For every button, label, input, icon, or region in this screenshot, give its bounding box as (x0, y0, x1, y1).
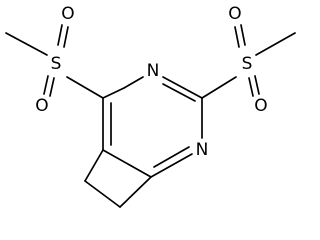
bond-n1-c8a (150, 153, 193, 178)
bond-c4-n3 (123, 76, 144, 89)
bond-n3-c2 (162, 76, 203, 99)
bond-c6-c7 (119, 176, 152, 208)
atom-s-right: S (242, 54, 253, 74)
chemical-structure: N N S S O O O O (5, 4, 296, 208)
atom-n1: N (196, 140, 209, 160)
bond-s-left-o-top-b (63, 26, 69, 48)
atom-labels: N N S S O O O O (35, 4, 267, 160)
bond-c4-s-left (66, 76, 104, 99)
bond-s-left-o-bottom-a (43, 75, 49, 95)
atom-o-left-bottom: O (35, 96, 48, 116)
bond-s-right-o-bottom-a (248, 77, 254, 97)
atom-o-right-bottom: O (254, 96, 267, 116)
bond-s-left-o-top-a (57, 24, 63, 46)
bond-c5-c6 (84, 180, 121, 208)
bond-c8a-c4a (102, 149, 152, 178)
bond-c4a-c5 (84, 149, 104, 182)
bond-s-left-methyl (5, 32, 48, 56)
atom-s-left: S (51, 54, 62, 74)
bond-c2-s-right (201, 76, 237, 99)
bond-s-right-o-top-b (240, 24, 246, 46)
bonds (5, 24, 296, 208)
bond-s-right-o-top-a (234, 26, 240, 48)
bond-c4-joint (102, 87, 125, 99)
bond-s-right-methyl (255, 32, 296, 56)
atom-o-left-top: O (61, 4, 74, 24)
bond-s-left-o-bottom-b (49, 77, 55, 97)
atom-n3: N (147, 61, 160, 81)
bond-n1-c8a-double (153, 146, 190, 168)
bond-s-right-o-bottom-b (254, 75, 260, 95)
atom-o-right-top: O (228, 4, 241, 24)
bond-n3-c2-double (162, 83, 196, 102)
